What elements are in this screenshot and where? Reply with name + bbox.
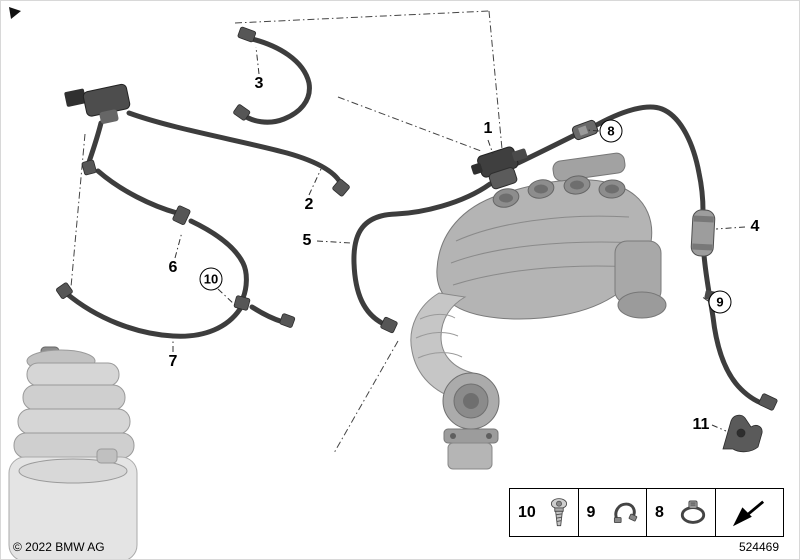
connector-8 (571, 119, 599, 141)
hose-4-lower (701, 252, 767, 407)
callout-11[interactable]: 11 (690, 416, 712, 433)
left-valve (64, 83, 131, 124)
callout-7[interactable]: 7 (166, 353, 180, 370)
intake-manifold (410, 152, 667, 470)
hose-7 (63, 290, 243, 339)
callout-6[interactable]: 6 (166, 259, 180, 276)
hose-3 (239, 35, 312, 125)
legend-item-clamp[interactable]: 8 (647, 489, 716, 536)
hose-2 (126, 110, 345, 189)
filter-4 (690, 209, 716, 257)
legend-item-direction[interactable] (715, 489, 783, 536)
air-duct (8, 346, 138, 559)
hoses (63, 35, 767, 407)
legend: 10 9 8 (509, 488, 784, 537)
hose-clamp-icon (680, 500, 705, 524)
legend-item-clip[interactable]: 9 (578, 489, 647, 536)
corner-mark (9, 7, 21, 19)
callout-10[interactable]: 10 (199, 267, 223, 291)
hose-6-lower (188, 218, 249, 301)
direction-arrow-icon (733, 500, 765, 526)
construction-lines (70, 10, 503, 454)
copyright-text: © 2022 BMW AG (13, 540, 105, 554)
legend-label-9: 9 (586, 503, 596, 521)
callout-8[interactable]: 8 (599, 119, 623, 143)
hose-clip-icon (613, 502, 638, 524)
callout-5[interactable]: 5 (300, 232, 314, 249)
legend-label-10: 10 (518, 503, 536, 521)
callout-1[interactable]: 1 (481, 120, 495, 137)
callout-4[interactable]: 4 (748, 218, 762, 235)
vent-valve-1 (471, 146, 528, 190)
legend-label-8: 8 (655, 503, 664, 521)
torx-screw-icon (550, 497, 567, 526)
leader-lines (172, 46, 746, 432)
hose-left-drop (85, 120, 104, 168)
part-number: 524469 (738, 540, 779, 554)
callout-3[interactable]: 3 (252, 75, 266, 92)
hose-5 (351, 181, 493, 328)
fittings (56, 26, 778, 411)
hose-6-upper (95, 168, 180, 216)
callout-2[interactable]: 2 (302, 196, 316, 213)
legend-item-screw[interactable]: 10 (510, 489, 579, 536)
hose-7-branch (249, 304, 286, 325)
hose-1-to-8 (515, 132, 578, 166)
hose-4-upper (590, 104, 706, 214)
bracket-11 (722, 414, 763, 453)
callout-9[interactable]: 9 (708, 290, 732, 314)
